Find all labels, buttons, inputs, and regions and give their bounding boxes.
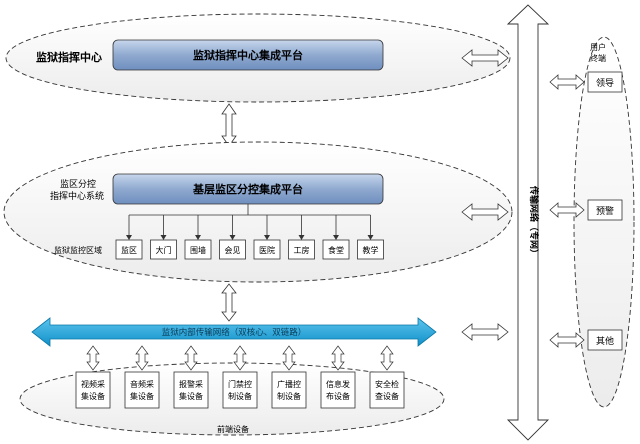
terminal-leader-label: 领导	[596, 77, 614, 89]
terminal-other-label: 其他	[596, 335, 614, 347]
device-box	[271, 371, 307, 409]
device-label: 视频采	[81, 379, 105, 389]
monitor-area-label: 监狱监控区域	[54, 245, 102, 255]
user-terminal-label-2: 终端	[590, 53, 606, 63]
device-label: 集设备	[179, 391, 203, 401]
connector-top-transport-arrow	[461, 49, 509, 67]
monitor-area-box	[115, 239, 143, 260]
area-drop-arrowhead	[298, 235, 305, 240]
device-box	[369, 371, 405, 409]
monitor-area-label: 大门	[156, 245, 172, 255]
sub-command-ellipse	[3, 141, 513, 283]
internal-network-label: 监狱内部传输网络（双核心、双链路）	[162, 327, 307, 338]
connector-top-mid-arrow	[221, 103, 237, 147]
device-label: 安全检	[375, 379, 399, 389]
device-connectors	[86, 345, 394, 371]
device-connector-arrow	[86, 345, 100, 371]
device-label: 报警采	[179, 379, 203, 389]
connector-mid-transport-arrow	[461, 203, 509, 221]
monitor-area-box	[150, 239, 177, 260]
device-label: 集设备	[81, 391, 105, 401]
area-drop-arrowhead	[195, 235, 201, 240]
monitor-area-label: 工房	[294, 245, 310, 255]
device-label: 音频采	[130, 379, 154, 389]
device-connector-arrow	[380, 345, 394, 371]
device-connector-arrow	[282, 345, 296, 371]
device-connector-arrow	[233, 345, 247, 371]
device-box	[75, 371, 111, 409]
terminal-alert-label: 预警	[596, 205, 614, 217]
connector-leader-arrow	[549, 74, 585, 90]
transport-network-label: 传输网络（专网）	[528, 185, 540, 258]
area-drop-arrowhead	[367, 235, 374, 240]
device-label: 布设备	[326, 391, 350, 401]
device-box	[320, 371, 356, 409]
sub-command-label-1: 监区分控	[60, 178, 96, 190]
connector-network-transport-arrow	[461, 323, 509, 341]
terminal-leader-box	[587, 71, 623, 93]
monitor-area-label: 会见	[225, 245, 241, 255]
user-terminal-ellipse	[573, 36, 635, 408]
monitor-area-box	[219, 239, 246, 260]
device-connector-arrow	[135, 345, 149, 371]
device-label: 查设备	[375, 391, 399, 401]
device-label: 广播控	[277, 379, 301, 389]
area-drop-arrowhead	[264, 235, 270, 240]
internal-network-arrow	[31, 317, 437, 347]
device-label: 门禁控	[228, 379, 252, 389]
sub-command-label-2: 指挥中心系统	[50, 190, 104, 202]
monitor-area-box	[322, 239, 350, 260]
device-label: 信息发	[326, 379, 350, 389]
area-drop-arrowhead	[126, 235, 132, 240]
terminal-alert-box	[587, 199, 623, 221]
terminal-other-box	[587, 329, 623, 351]
area-drop-arrowhead	[160, 235, 167, 240]
connector-other-arrow	[549, 332, 585, 348]
command-center-platform	[112, 39, 384, 71]
command-center-platform-label: 监狱指挥中心集成平台	[193, 48, 303, 62]
monitor-area-label: 监区	[121, 245, 137, 255]
device-box	[222, 371, 258, 409]
command-center-label: 监狱指挥中心	[36, 50, 102, 64]
device-label: 制设备	[277, 391, 301, 401]
sub-command-platform-label: 基层监区分控集成平台	[192, 182, 303, 196]
area-drop-arrowhead	[333, 235, 339, 240]
connector-alert-arrow	[549, 202, 585, 218]
device-connector-arrow	[184, 345, 198, 371]
user-terminal-label-1: 用户	[590, 42, 606, 52]
monitor-area-label: 教学	[363, 245, 379, 255]
area-drop-arrowhead	[229, 235, 236, 240]
monitor-area-box	[184, 239, 212, 260]
transport-network-arrow	[506, 4, 550, 441]
device-label: 集设备	[130, 391, 154, 401]
monitor-area-box	[357, 239, 384, 260]
device-connector-arrow	[331, 345, 345, 371]
monitor-area-label: 医院	[259, 245, 275, 255]
device-box	[173, 371, 209, 409]
front-end-label: 前端设备	[217, 424, 249, 434]
monitor-area-label: 食堂	[328, 245, 344, 255]
monitor-area-boxes: 监区 大门 围墙 会见 医院 工房 食堂 教学	[115, 204, 384, 260]
monitor-area-box	[288, 239, 315, 260]
monitor-area-box	[253, 239, 281, 260]
monitor-area-label: 围墙	[190, 245, 206, 255]
connector-mid-network-arrow	[221, 283, 237, 322]
device-box	[124, 371, 160, 409]
device-label: 制设备	[228, 391, 252, 401]
